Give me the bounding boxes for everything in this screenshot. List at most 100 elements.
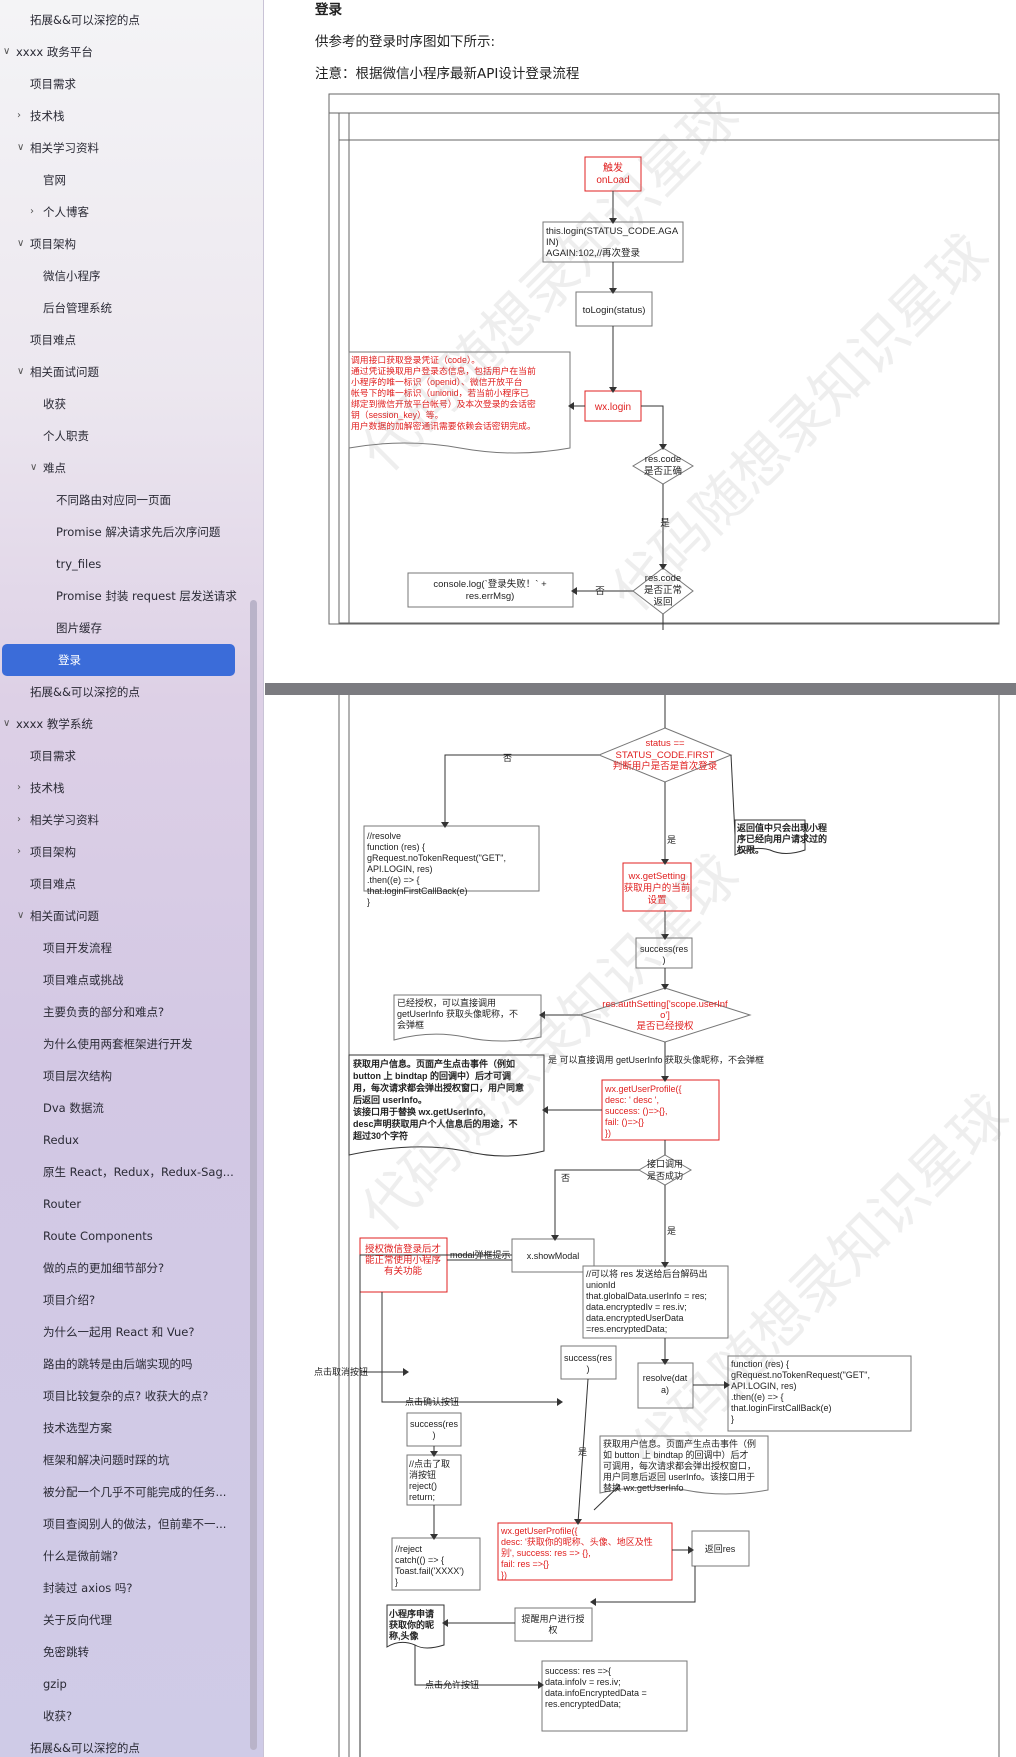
sidebar-item[interactable]: 项目查阅别人的做法，但前辈不一... xyxy=(0,1508,240,1540)
sidebar-item-label: 图片缓存 xyxy=(56,621,102,635)
sidebar-item-label: 什么是微前端? xyxy=(43,1549,119,1563)
final-4: res.encryptedData; xyxy=(545,1699,621,1709)
sidebar-item[interactable]: Router xyxy=(0,1188,240,1220)
sidebar-item[interactable]: ›相关学习资料 xyxy=(0,804,240,836)
chevron-down-icon[interactable]: ∨ xyxy=(17,238,25,249)
sidebar-item[interactable]: 封装过 axios 吗? xyxy=(0,1572,240,1604)
sidebar-item[interactable]: 不同路由对应同一页面 xyxy=(0,484,240,516)
sidebar-item[interactable]: 拓展&&可以深挖的点 xyxy=(0,1732,240,1757)
sidebar-item[interactable]: 关于反向代理 xyxy=(0,1604,240,1636)
sidebar-item[interactable]: try_files xyxy=(0,548,240,580)
chevron-down-icon[interactable]: ∨ xyxy=(17,910,25,921)
sidebar-item[interactable]: 官网 xyxy=(0,164,240,196)
section-heading: 登录 xyxy=(315,2,342,18)
sidebar-item[interactable]: ›技术栈 xyxy=(0,772,240,804)
sidebar-item[interactable]: ∨xxxx 教学系统 xyxy=(0,708,240,740)
chevron-right-icon[interactable]: › xyxy=(17,110,21,121)
sidebar-item[interactable]: 被分配一个几乎不可能完成的任务... xyxy=(0,1476,240,1508)
sidebar-item[interactable]: 个人职责 xyxy=(0,420,240,452)
sidebar-item[interactable]: 项目介绍? xyxy=(0,1284,240,1316)
sidebar-item[interactable]: ›技术栈 xyxy=(0,100,240,132)
sidebar-item[interactable]: 免密跳转 xyxy=(0,1636,240,1668)
sidebar-item[interactable]: Route Components xyxy=(0,1220,240,1252)
sidebar-item[interactable]: 项目难点 xyxy=(0,324,240,356)
yes-status: 是 xyxy=(667,835,676,845)
sidebar-item[interactable]: 为什么使用两套框架进行开发 xyxy=(0,1028,240,1060)
sidebar-item[interactable]: 什么是微前端? xyxy=(0,1540,240,1572)
sidebar-item[interactable]: 为什么一起用 React 和 Vue? xyxy=(0,1316,240,1348)
sidebar-item[interactable]: 原生 React，Redux，Redux-Sag... xyxy=(0,1156,240,1188)
sidebar-item[interactable]: ∨相关面试问题 xyxy=(0,356,240,388)
sidebar-item[interactable]: 拓展&&可以深挖的点 xyxy=(0,676,240,708)
sidebar-item[interactable]: 技术选型方案 xyxy=(0,1412,240,1444)
sidebar-item[interactable]: 路由的跳转是由后端实现的吗 xyxy=(0,1348,240,1380)
chevron-down-icon[interactable]: ∨ xyxy=(30,462,38,473)
auth-note-2: getUserInfo 获取头像昵称，不 xyxy=(397,1008,518,1019)
sidebar-item[interactable]: 拓展&&可以深挖的点 xyxy=(0,4,240,36)
sidebar-item[interactable]: 登录 xyxy=(2,644,235,676)
auth-note-1: 已经授权，可以直接调用 xyxy=(397,997,496,1008)
success-2b: ) xyxy=(587,1364,590,1374)
success-1a: success(res xyxy=(640,944,689,954)
sidebar-item[interactable]: 项目开发流程 xyxy=(0,932,240,964)
decision-code-1b: 是否正确 xyxy=(644,465,682,477)
sidebar-item[interactable]: ∨ 相关学习资料 xyxy=(0,132,240,164)
remind-1: 提醒用户进行授 xyxy=(521,1613,584,1624)
sidebar-item[interactable]: 图片缓存 xyxy=(0,612,240,644)
sidebar-item-label: Redux xyxy=(43,1133,79,1147)
sidebar-item[interactable]: Promise 封装 request 层发送请求 xyxy=(0,580,240,612)
chevron-down-icon[interactable]: ∨ xyxy=(17,142,25,153)
sidebar-item[interactable]: Dva 数据流 xyxy=(0,1092,240,1124)
chevron-right-icon[interactable]: › xyxy=(17,782,21,793)
sidebar-item[interactable]: ›项目架构 xyxy=(0,836,240,868)
sidebar-item[interactable]: 主要负责的部分和难点? xyxy=(0,996,240,1028)
modal-label: modal弹框提示 xyxy=(450,1249,511,1260)
sidebar-item[interactable]: ›个人博客 xyxy=(0,196,240,228)
chevron-down-icon[interactable]: ∨ xyxy=(3,718,11,729)
wxlogin-note-2: 通过凭证换取用户登录态信息，包括用户在当前 xyxy=(351,365,536,376)
union-5: data.encryptedUserData xyxy=(586,1313,684,1323)
resolve-code-3: gRequest.noTokenRequest("GET", xyxy=(367,853,506,863)
sidebar-item[interactable]: 项目比较复杂的点? 收获大的点? xyxy=(0,1380,240,1412)
sidebar-item[interactable]: Promise 解决请求先后次序问题 xyxy=(0,516,240,548)
sidebar-item[interactable]: ∨项目架构 xyxy=(0,228,240,260)
chevron-right-icon[interactable]: › xyxy=(30,206,34,217)
sidebar-item-label: 相关学习资料 xyxy=(30,141,99,155)
sidebar-item-label: Router xyxy=(43,1197,82,1211)
sidebar-item[interactable]: ∨xxxx 政务平台 xyxy=(0,36,240,68)
sidebar-scrollbar[interactable] xyxy=(250,600,257,1750)
big-note-7: 超过30个字符 xyxy=(352,1130,408,1141)
sidebar-item[interactable]: 项目难点或挑战 xyxy=(0,964,240,996)
sidebar-item[interactable]: 后台管理系统 xyxy=(0,292,240,324)
wxlogin-note-7: 用户数据的加解密通讯需要依赖会话密钥完成。 xyxy=(351,420,536,431)
decision-code-2c: 返回 xyxy=(653,596,672,608)
sidebar-item[interactable]: 项目需求 xyxy=(0,740,240,772)
yes-label-1: 是 xyxy=(660,518,670,529)
chevron-right-icon[interactable]: › xyxy=(17,846,21,857)
note2-5: 替换 wx.getUserInfo xyxy=(603,1482,684,1493)
sidebar-item-label: 技术选型方案 xyxy=(43,1421,112,1435)
getuserprofile2-2: desc: '获取你的昵称、头像、地区及性 xyxy=(501,1536,653,1547)
sidebar-item[interactable]: 项目层次结构 xyxy=(0,1060,240,1092)
sidebar-nav: 拓展&&可以深挖的点∨xxxx 政务平台项目需求›技术栈∨相关学习资料官网›个人… xyxy=(0,0,264,1757)
chevron-down-icon[interactable]: ∨ xyxy=(3,46,11,57)
getuserprofile-5: }) xyxy=(605,1128,611,1138)
sidebar-item[interactable]: Redux xyxy=(0,1124,240,1156)
apply-3: 称,头像 xyxy=(389,1630,420,1641)
resolve-data-1: resolve(dat xyxy=(643,1373,688,1383)
sidebar-item[interactable]: 收获 xyxy=(0,388,240,420)
sidebar-item[interactable]: 做的点的更加细节部分? xyxy=(0,1252,240,1284)
sidebar-item[interactable]: 项目需求 xyxy=(0,68,240,100)
sidebar-item[interactable]: 微信小程序 xyxy=(0,260,240,292)
sidebar-item[interactable]: ∨相关面试问题 xyxy=(0,900,240,932)
apply-2: 获取你的昵 xyxy=(389,1619,434,1630)
status-check-2: STATUS_CODE.FIRST xyxy=(616,750,715,761)
sidebar-item[interactable]: 收获? xyxy=(0,1700,240,1732)
chevron-down-icon[interactable]: ∨ xyxy=(17,366,25,377)
chevron-right-icon[interactable]: › xyxy=(17,814,21,825)
sidebar-item[interactable]: ∨难点 xyxy=(0,452,240,484)
sidebar-item[interactable]: gzip xyxy=(0,1668,240,1700)
sidebar-item[interactable]: 项目难点 xyxy=(0,868,240,900)
cancel-note-4: return; xyxy=(409,1492,435,1502)
sidebar-item[interactable]: 框架和解决问题时踩的坑 xyxy=(0,1444,240,1476)
